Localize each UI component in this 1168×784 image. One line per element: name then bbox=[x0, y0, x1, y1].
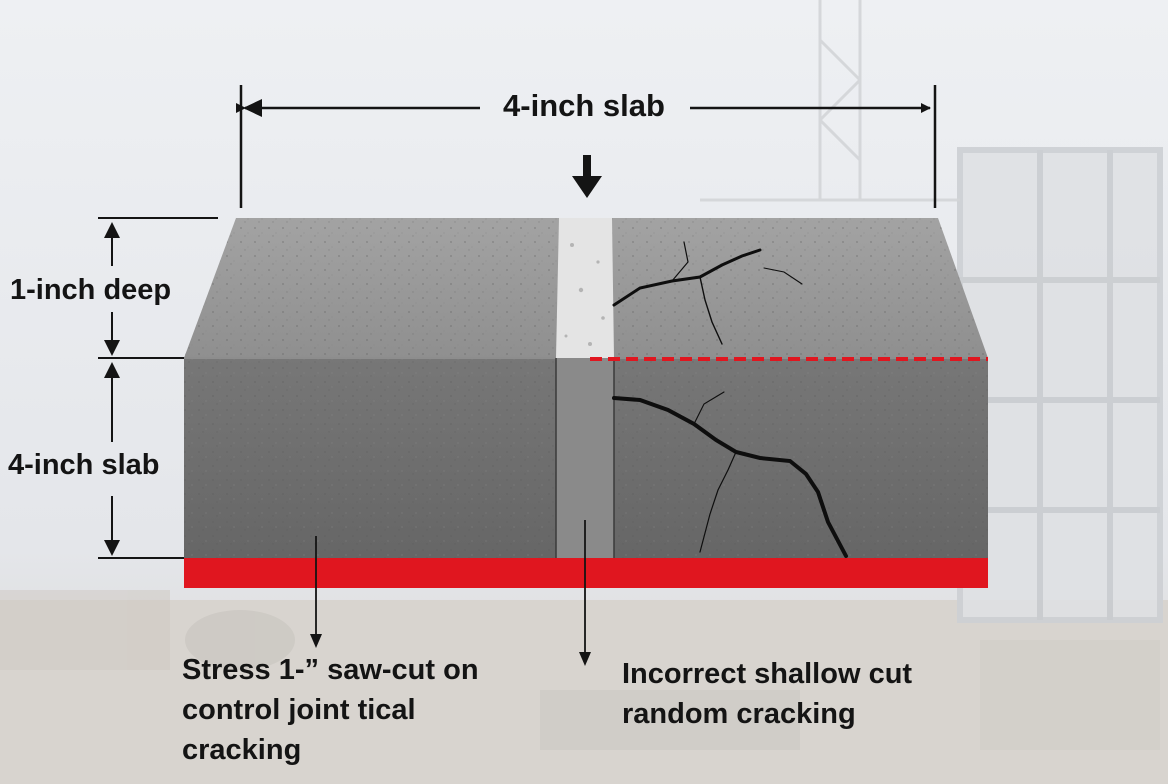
down-arrow-icon bbox=[572, 155, 602, 198]
top-width-label: 4-inch slab bbox=[503, 88, 665, 123]
random-crack bbox=[612, 241, 848, 558]
slab-thickness-label: 4-inch slab bbox=[8, 449, 160, 481]
top-dimension bbox=[236, 85, 937, 208]
callout-leaders bbox=[310, 520, 591, 666]
correct-cut-callout: Stress 1-” saw-cut on control joint tica… bbox=[182, 650, 582, 770]
cut-depth-label: 1-inch deep bbox=[10, 274, 172, 306]
depth-dimension bbox=[98, 217, 218, 559]
callout-line: Stress 1-” saw-cut on bbox=[182, 654, 479, 686]
callout-line: Incorrect shallow cut bbox=[622, 658, 913, 690]
callout-line: cracking bbox=[182, 734, 302, 766]
base-layer bbox=[184, 558, 988, 588]
shallow-cut-callout: Incorrect shallow cut random cracking bbox=[622, 654, 1042, 734]
control-joint bbox=[555, 218, 615, 558]
callout-line: random cracking bbox=[622, 698, 856, 730]
callout-line: control joint tical bbox=[182, 694, 416, 726]
